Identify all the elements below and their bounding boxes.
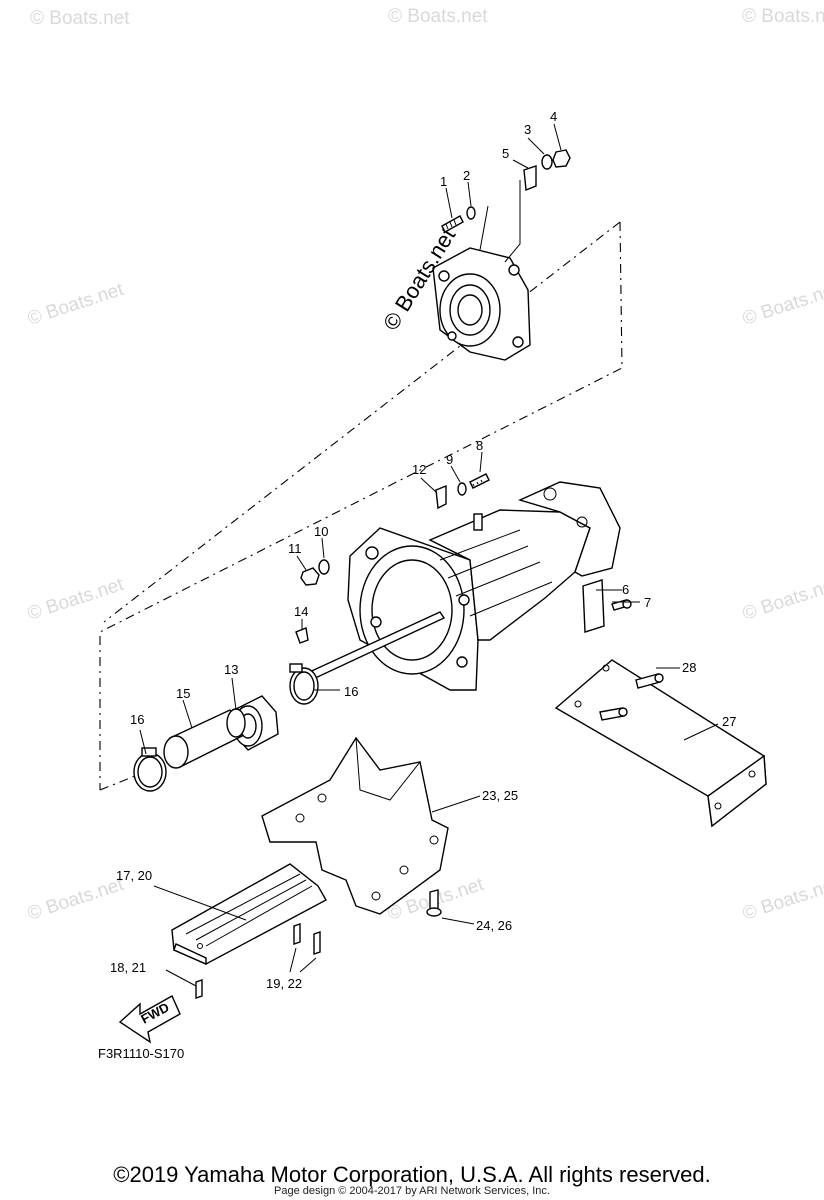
callout-9: 9 (446, 452, 453, 467)
callout-4: 4 (550, 109, 557, 124)
callout-12: 12 (412, 462, 426, 477)
callout-3: 3 (524, 122, 531, 137)
screw-19-22-b (313, 931, 321, 955)
watermark: © Boats.net (740, 874, 824, 925)
bracket-5 (523, 165, 537, 191)
watermark: © Boats.net (742, 6, 824, 27)
callout-23-25: 23, 25 (482, 788, 518, 803)
washer-3 (541, 154, 553, 170)
diagram-code: F3R1110-S170 (98, 1046, 184, 1061)
callout-11: 11 (288, 541, 302, 556)
callout-6: 6 (622, 582, 629, 597)
washer-2 (466, 206, 476, 220)
callout-5: 5 (502, 146, 509, 161)
fwd-arrow-icon: FWD (118, 995, 181, 1044)
bolt-24-26 (426, 889, 442, 917)
callout-16-left: 16 (130, 712, 144, 727)
watermark: © Boats.net (30, 8, 130, 29)
watermark: © Boats.net (740, 279, 824, 330)
bolt-1 (441, 215, 464, 233)
bolt-8 (469, 473, 490, 489)
washer-10 (318, 559, 330, 575)
clamp-16-right (289, 663, 319, 705)
leader-lines (139, 123, 719, 987)
watermark: © Boats.net (25, 574, 127, 625)
jet-pump-housing (347, 481, 621, 691)
intake-grate-17-20 (171, 863, 327, 966)
bracket-12 (435, 484, 447, 510)
washer-9 (457, 482, 467, 496)
callout-1: 1 (440, 174, 447, 189)
callout-19-22: 19, 22 (266, 976, 302, 991)
screw-18-21 (195, 979, 203, 999)
watermark: © Boats.net (740, 574, 824, 625)
hose-15 (163, 708, 246, 769)
callout-labels: 1 2 3 4 5 8 9 12 10 11 14 13 15 16 16 6 … (98, 109, 736, 1061)
page-credit: Page design © 2004-2017 by ARI Network S… (274, 1185, 550, 1197)
callout-17-20: 17, 20 (116, 868, 152, 883)
screw-14 (295, 627, 309, 644)
watermark: © Boats.net (388, 6, 488, 27)
nut-11 (300, 567, 320, 586)
screw-28 (635, 673, 664, 689)
bearing-housing (432, 180, 531, 361)
callout-15: 15 (176, 686, 190, 701)
callout-14: 14 (294, 604, 308, 619)
callout-2: 2 (463, 168, 470, 183)
watermark: © Boats.net (25, 279, 127, 330)
callout-18-21: 18, 21 (110, 960, 146, 975)
callout-16-right: 16 (344, 684, 358, 699)
copyright-notice: ©2019 Yamaha Motor Corporation, U.S.A. A… (113, 1162, 711, 1187)
clamp-16-left (133, 747, 167, 792)
callout-13: 13 (224, 662, 238, 677)
watermark: © Boats.net (25, 874, 127, 925)
callout-8: 8 (476, 438, 483, 453)
callout-10: 10 (314, 524, 328, 539)
nut-4 (552, 149, 571, 168)
ride-plate-23-25 (261, 736, 449, 915)
cover-27 (554, 659, 767, 828)
screw-27 (599, 707, 628, 721)
callout-24-26: 24, 26 (476, 918, 512, 933)
plate-6 (582, 579, 605, 633)
screw-19-22-a (293, 923, 301, 945)
callout-27: 27 (722, 714, 736, 729)
callout-28: 28 (682, 660, 696, 675)
callout-7: 7 (644, 595, 651, 610)
